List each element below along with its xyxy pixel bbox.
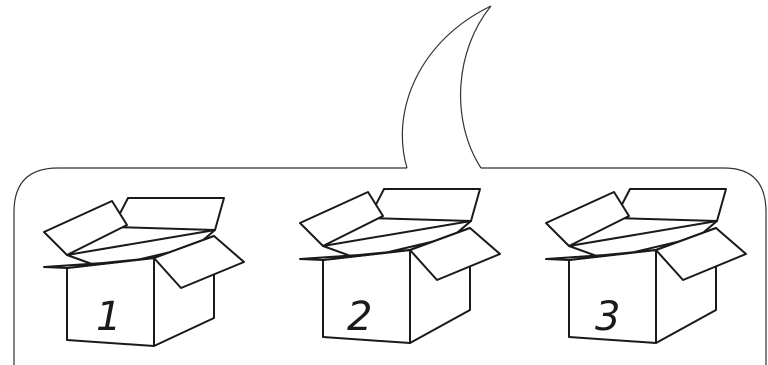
box-label: 1 — [96, 294, 121, 340]
bubble-tail — [402, 6, 491, 168]
box-label: 2 — [347, 294, 372, 340]
box-2: 2 — [300, 189, 500, 343]
box-label: 3 — [595, 294, 620, 340]
box-3: 3 — [546, 189, 746, 343]
box-1: 1 — [44, 198, 244, 346]
